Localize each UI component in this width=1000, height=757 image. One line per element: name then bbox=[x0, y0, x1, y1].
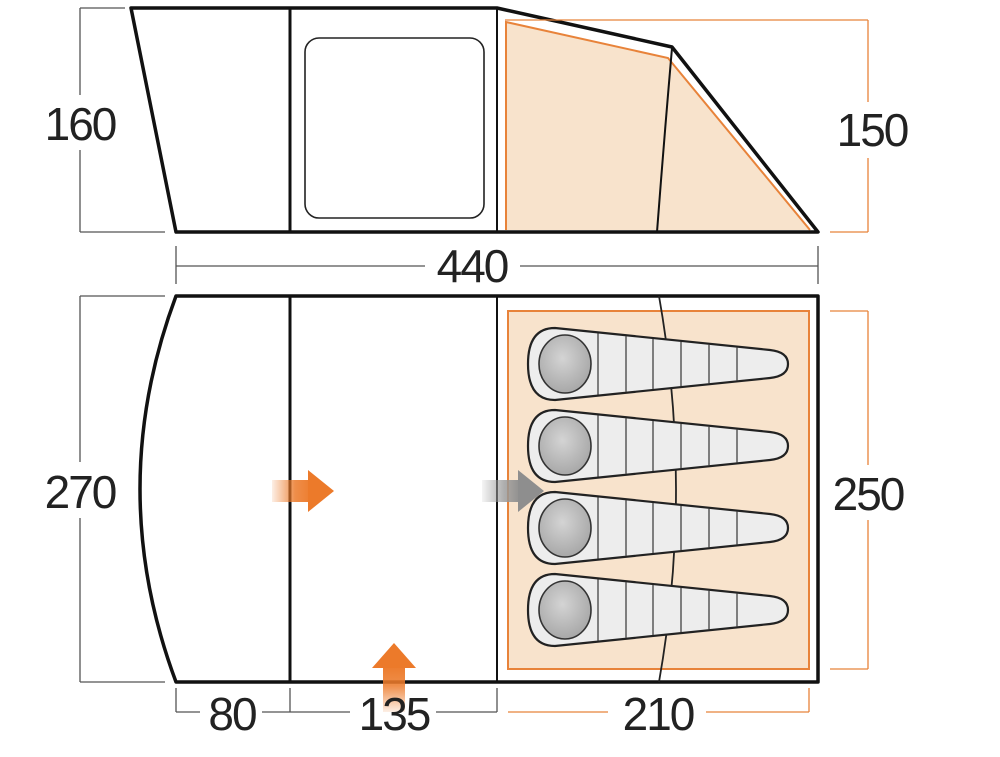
dim-total-length: 440 bbox=[437, 240, 508, 292]
dim-floor-width: 270 bbox=[45, 466, 116, 518]
side-tent-outline bbox=[129, 6, 820, 234]
side-window bbox=[304, 37, 485, 219]
dim-porch-depth: 80 bbox=[208, 688, 256, 740]
sleeping-bag-icon bbox=[526, 326, 790, 402]
side-elevation: 160 150 440 bbox=[45, 6, 910, 292]
sleeping-bag-icon bbox=[526, 490, 790, 566]
side-entry-arrow-icon bbox=[372, 643, 416, 712]
dim-side-height-left: 160 bbox=[45, 98, 116, 150]
floor-outline bbox=[138, 294, 820, 684]
dim-living-depth: 135 bbox=[359, 688, 430, 740]
dim-bedroom-width: 250 bbox=[833, 468, 904, 520]
inner-door-arrow-icon bbox=[482, 470, 544, 512]
dim-side-height-right: 150 bbox=[837, 104, 908, 156]
side-bedroom-outline bbox=[505, 20, 811, 231]
floor-plan: 270 250 80 135 210 bbox=[45, 294, 906, 740]
side-door-curve bbox=[656, 47, 673, 233]
side-bedroom-fill bbox=[506, 22, 810, 230]
dim-bedroom-depth: 210 bbox=[623, 688, 694, 740]
sleeping-bag-icon bbox=[526, 408, 790, 484]
sleeping-bags-group bbox=[526, 326, 790, 648]
entry-arrow-icon bbox=[272, 470, 334, 512]
sleeping-bag-icon bbox=[526, 572, 790, 648]
